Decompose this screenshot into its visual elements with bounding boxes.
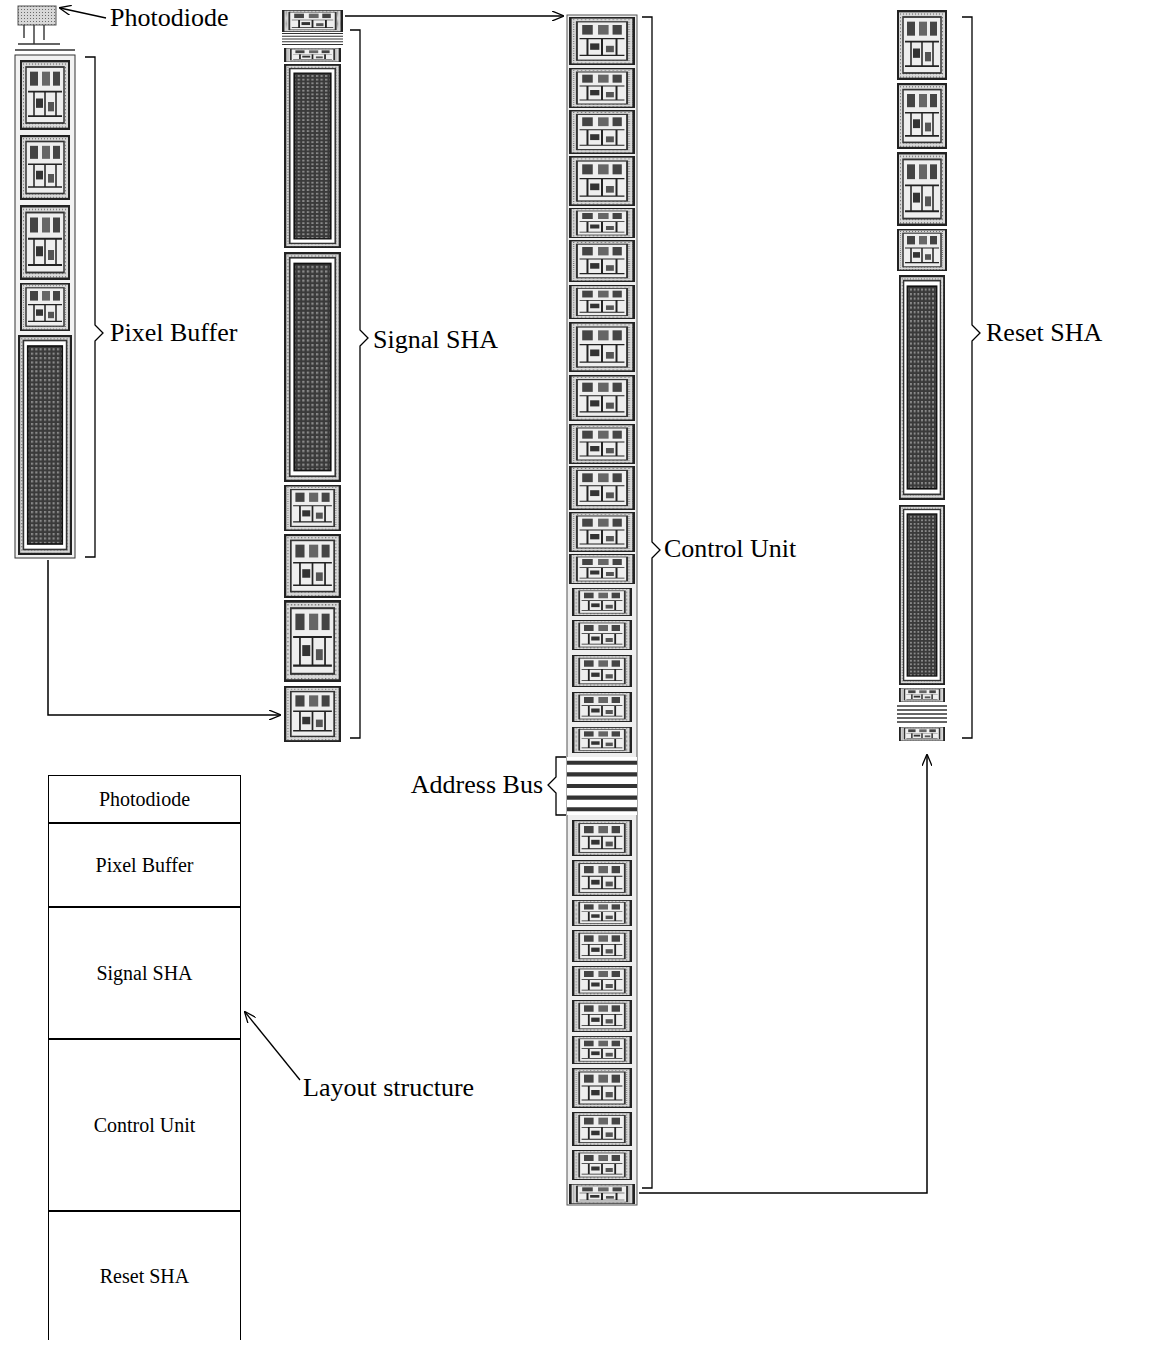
part-label: Signal SHA (373, 325, 498, 355)
part-label: Layout structure (303, 1073, 474, 1103)
layout-block-box: Signal SHA (48, 907, 241, 1039)
signal-sha-strip (282, 10, 343, 741)
strip-arrows (48, 16, 927, 1193)
layout-block-box: Reset SHA (48, 1211, 241, 1340)
part-label: Reset SHA (986, 318, 1102, 348)
pixel-strip (15, 6, 75, 558)
box-label: Photodiode (93, 787, 196, 811)
part-label: Pixel Buffer (110, 318, 237, 348)
box-label: Reset SHA (94, 1264, 195, 1288)
control-unit-strip (567, 15, 637, 1205)
box-label: Signal SHA (90, 961, 198, 985)
box-label: Pixel Buffer (90, 853, 200, 877)
box-label: Control Unit (88, 1113, 202, 1137)
reset-sha-strip (897, 11, 947, 741)
layout-block-box: Pixel Buffer (48, 823, 241, 907)
part-label: Address Bus (411, 770, 543, 800)
layout-block-box: Photodiode (48, 775, 241, 823)
layout-block-box: Control Unit (48, 1039, 241, 1211)
part-label: Photodiode (110, 3, 228, 33)
part-label: Control Unit (664, 534, 796, 564)
